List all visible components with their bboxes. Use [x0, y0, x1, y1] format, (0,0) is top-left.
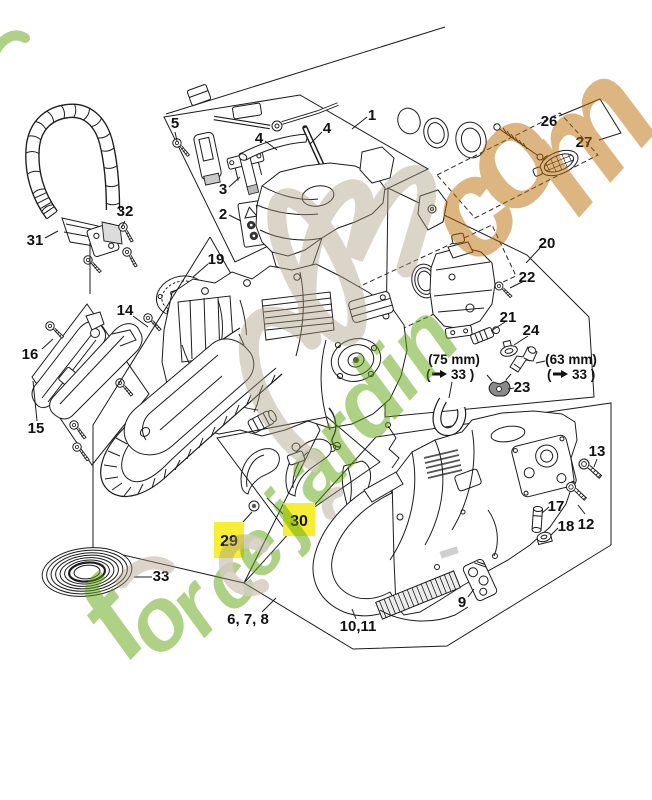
- svg-text:24: 24: [523, 322, 540, 339]
- svg-text:(: (: [426, 367, 431, 382]
- svg-text:5: 5: [171, 115, 179, 132]
- svg-text:6, 7, 8: 6, 7, 8: [227, 611, 269, 628]
- svg-text:33 ): 33 ): [451, 367, 474, 382]
- svg-text:31: 31: [27, 232, 44, 249]
- svg-text:26: 26: [541, 113, 558, 130]
- svg-text:19: 19: [208, 251, 225, 268]
- svg-text:21: 21: [500, 309, 517, 326]
- svg-text:22: 22: [519, 269, 536, 286]
- svg-text:12: 12: [578, 516, 595, 533]
- svg-text:4: 4: [255, 130, 264, 147]
- svg-text:30: 30: [290, 513, 308, 530]
- svg-text:17: 17: [548, 498, 565, 515]
- svg-text:14: 14: [117, 302, 134, 319]
- svg-text:18: 18: [558, 518, 575, 535]
- svg-text:13: 13: [589, 443, 606, 460]
- svg-text:32: 32: [117, 203, 134, 220]
- svg-text:(75 mm): (75 mm): [428, 352, 480, 367]
- svg-text:4: 4: [323, 120, 332, 137]
- svg-text:1: 1: [368, 107, 376, 124]
- svg-text:20: 20: [539, 235, 556, 252]
- svg-text:23: 23: [514, 379, 531, 396]
- svg-text:9: 9: [458, 594, 466, 611]
- svg-text:27: 27: [576, 134, 593, 151]
- svg-text:(63 mm): (63 mm): [545, 352, 597, 367]
- svg-text:2: 2: [219, 206, 227, 223]
- svg-text:10,11: 10,11: [340, 618, 377, 635]
- svg-text:(: (: [547, 367, 552, 382]
- svg-text:29: 29: [220, 533, 238, 550]
- svg-text:33 ): 33 ): [572, 367, 595, 382]
- svg-text:15: 15: [28, 420, 45, 437]
- svg-text:33: 33: [153, 568, 170, 585]
- svg-text:16: 16: [22, 346, 39, 363]
- svg-text:3: 3: [219, 181, 227, 198]
